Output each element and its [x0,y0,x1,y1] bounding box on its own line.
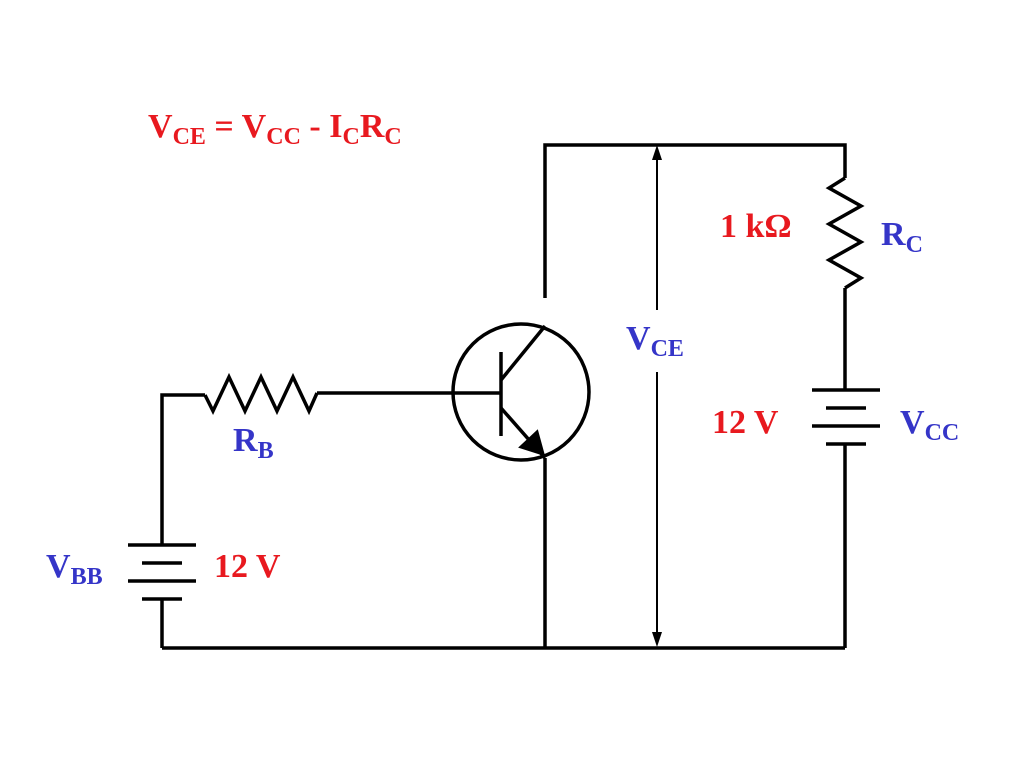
vcc-value-label: 12 V [712,404,779,441]
vce-label: VCE [626,320,684,362]
vcc-name-label: VCC [900,404,960,446]
equation: VCE = VCC - ICRC [148,108,402,150]
rc-value-label: 1 kΩ [720,208,792,245]
rb-name-label: RB [233,422,274,464]
emitter-arrow-icon [518,429,546,457]
resistor-rc [825,176,865,290]
wire-vbb-rb [160,393,205,545]
top-wire [543,143,847,298]
battery-vcc [812,388,880,446]
vbb-value-label: 12 V [214,548,281,585]
battery-vbb [128,543,196,601]
vbb-name-label: VBB [46,548,103,590]
resistor-rb [203,372,319,416]
transistor-npn [451,322,591,462]
vce-measure-arrow [652,145,662,647]
rc-name-label: RC [881,216,923,258]
